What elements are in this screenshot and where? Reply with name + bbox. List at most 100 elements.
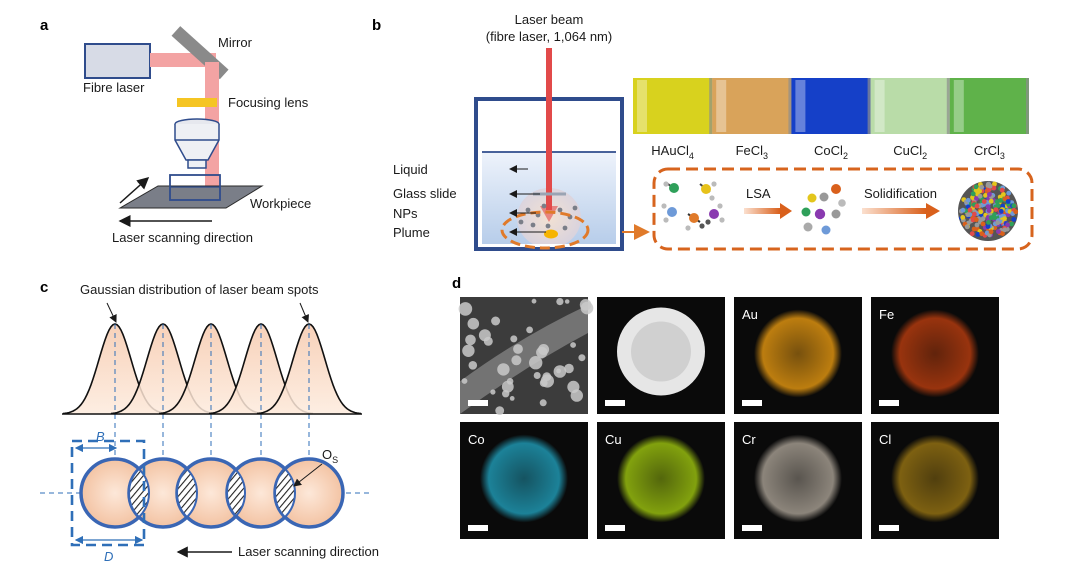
workpiece-label: Workpiece [250, 196, 311, 211]
plume-highlight [500, 210, 590, 250]
eds-tile-au: Au [734, 297, 862, 414]
eds-signal [617, 434, 705, 523]
panel-label-b: b [372, 17, 381, 34]
precursor-formula: HAuCl [651, 143, 689, 158]
eds-tile-haadf [597, 297, 725, 414]
precursor-molecules [661, 181, 725, 231]
solidification-label: Solidification [864, 186, 937, 201]
precursor-subscript: 2 [922, 151, 927, 161]
eds-tile-cl: Cl [871, 422, 999, 539]
fibre-laser-box [84, 43, 151, 79]
eds-signal [891, 434, 979, 523]
fibre-laser-label: Fibre laser [83, 80, 145, 95]
panel-c: c Gaussian distribution of laser beam sp… [40, 279, 379, 564]
precursor-formula: FeCl [736, 143, 764, 158]
nps-label: NPs [393, 206, 418, 221]
precursor-subscript: 3 [1000, 151, 1005, 161]
d-label: D [104, 549, 113, 564]
vial-4 [870, 78, 950, 134]
vial-5 [949, 78, 1029, 134]
panel-label-c: c [40, 279, 48, 296]
laser-beam-b [546, 48, 552, 210]
eds-tile-cr: Cr [734, 422, 862, 539]
eds-tile-cu: Cu [597, 422, 725, 539]
eds-element-label: Au [742, 307, 758, 322]
np-atoms [801, 184, 846, 235]
focusing-lens-label: Focusing lens [228, 95, 309, 110]
beam-spot-circles [79, 457, 345, 529]
workpiece [118, 185, 264, 209]
laser-beam-label: Laser beam [515, 12, 584, 27]
mirror-label: Mirror [218, 35, 253, 50]
precursor-formula: CoCl [814, 143, 843, 158]
gaussian-label: Gaussian distribution of laser beam spot… [80, 282, 319, 297]
precursor-label-3: CoCl2 [814, 143, 848, 161]
precursor-subscript: 4 [689, 151, 694, 161]
liquid-label: Liquid [393, 162, 428, 177]
panel-b: b Laser beam (fibre laser, 1,064 nm) [372, 12, 1034, 251]
objective-lens [174, 118, 220, 169]
eds-element-label: Cu [605, 432, 622, 447]
overlap-label: OS [322, 447, 338, 465]
precursor-formula: CrCl [974, 143, 1000, 158]
eds-signal [754, 434, 842, 523]
eds-element-label: Co [468, 432, 485, 447]
eds-signal [480, 434, 568, 523]
scan-direction-label-c: Laser scanning direction [238, 544, 379, 559]
gaussian-curves [62, 323, 362, 492]
precursor-label-4: CuCl2 [893, 143, 927, 161]
eds-element-label: Fe [879, 307, 894, 322]
lsa-process-box [652, 167, 1034, 251]
eds-tile-sem [458, 297, 594, 415]
scale-bar [605, 525, 625, 531]
spot-dimension-box [70, 439, 146, 547]
high-entropy-alloy-particle [958, 181, 1019, 241]
plume-label: Plume [393, 225, 430, 240]
overlap-subscript: S [332, 455, 338, 465]
precursor-vials-photo [633, 78, 1029, 134]
vial-3 [791, 78, 871, 134]
scale-bar [468, 525, 488, 531]
precursor-label-5: CrCl3 [974, 143, 1005, 161]
b-label: B [96, 429, 105, 444]
lsa-arrow [780, 203, 792, 219]
scale-bar [468, 400, 488, 406]
laser-beam-spec: (fibre laser, 1,064 nm) [486, 29, 612, 44]
panel-label-a: a [40, 17, 49, 34]
panel-a: a Mirror Fibre laser Focusing lens Workp… [40, 17, 311, 245]
eds-tile-co: Co [460, 422, 588, 539]
glass-slide-label: Glass slide [393, 186, 457, 201]
plume-core [544, 229, 558, 239]
scale-bar [742, 400, 762, 406]
overlap-symbol: O [322, 447, 332, 462]
solidification-arrow [926, 203, 940, 219]
eds-signal [891, 309, 979, 398]
precursor-label-1: HAuCl4 [651, 143, 694, 161]
vial-1 [633, 78, 713, 134]
overlap-region-2 [176, 467, 198, 519]
vial-2 [712, 78, 792, 134]
scale-bar [879, 400, 899, 406]
eds-signal [754, 309, 842, 398]
workpiece-motion-arrow [119, 177, 150, 204]
scale-bar [879, 525, 899, 531]
precursor-subscript: 2 [843, 151, 848, 161]
precursor-label-2: FeCl3 [736, 143, 768, 161]
overlap-region-3 [226, 468, 246, 518]
precursor-subscript: 3 [763, 151, 768, 161]
scale-bar [605, 400, 625, 406]
scan-direction-label-a: Laser scanning direction [112, 230, 253, 245]
focusing-lens [177, 98, 217, 107]
lsa-label: LSA [746, 186, 771, 201]
scale-bar [742, 525, 762, 531]
eds-element-label: Cl [879, 432, 891, 447]
eds-element-label: Cr [742, 432, 756, 447]
nps-dots [518, 203, 578, 231]
eds-tile-fe: Fe [871, 297, 999, 414]
panel-label-d: d [452, 275, 461, 292]
precursor-formula: CuCl [893, 143, 922, 158]
